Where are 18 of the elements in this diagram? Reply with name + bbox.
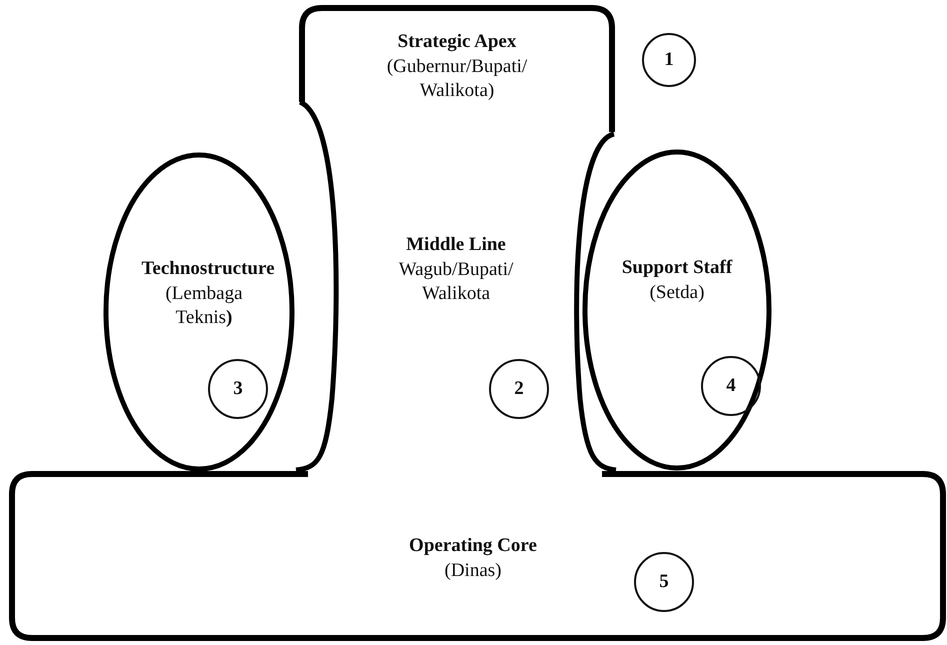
number-circle: 3 <box>208 359 268 419</box>
number-circle: 5 <box>634 552 694 612</box>
ellipse-shape <box>583 150 771 470</box>
heading: Operating Core <box>408 534 538 558</box>
number-circle: 1 <box>642 33 696 87</box>
subtitle: (Lembaga Teknis) <box>164 282 244 330</box>
ellipse-shape <box>104 153 294 471</box>
heading: Strategic Apex <box>396 30 518 54</box>
number-circle: 4 <box>701 356 761 416</box>
subtitle: (Setda) <box>648 281 706 305</box>
number-circle: 2 <box>489 359 549 419</box>
subtitle: (Gubernur/Bupati/ Walikota) <box>386 55 528 102</box>
subtitle: (Dinas) <box>444 559 502 583</box>
bottom-box <box>10 472 945 640</box>
heading: Middle Line <box>405 233 507 257</box>
heading: Support Staff <box>620 256 734 280</box>
heading: Technostructure <box>140 257 276 281</box>
subtitle: Wagub/Bupati/ Walikota <box>398 258 514 306</box>
